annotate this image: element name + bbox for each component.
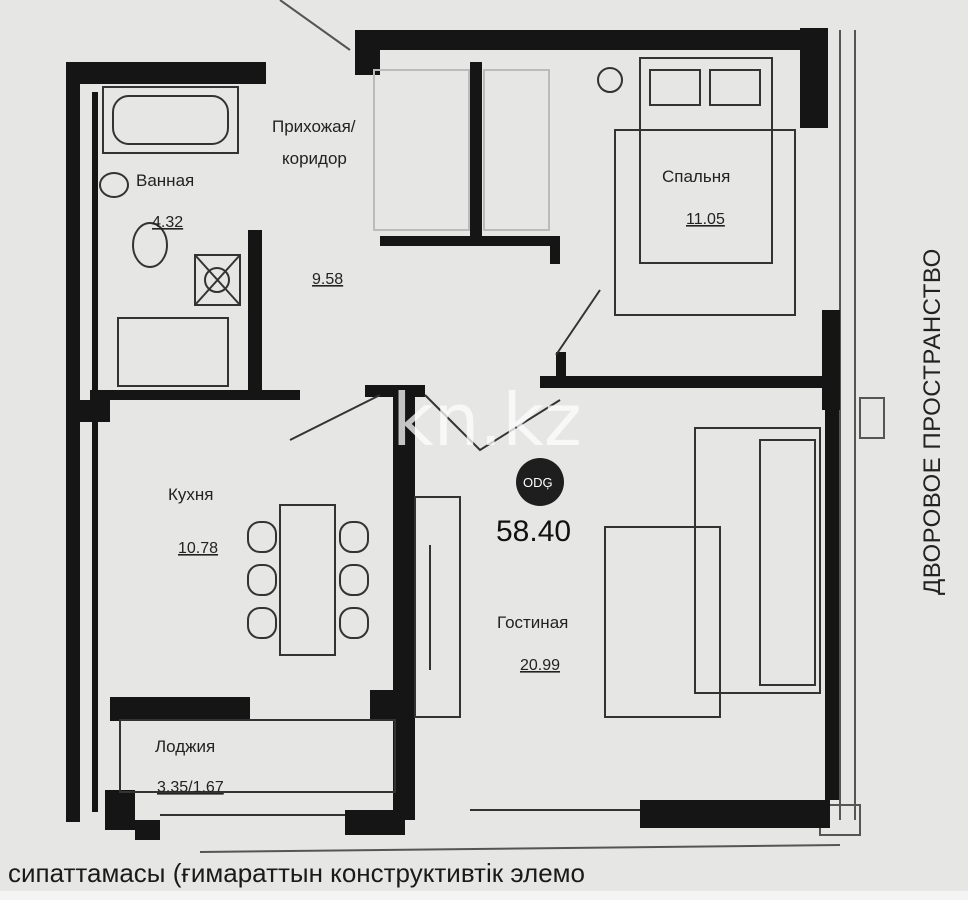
room-area-bedroom: 11.05: [686, 211, 725, 228]
room-name-loggia: Лоджия: [155, 737, 215, 756]
room-name-living: Гостиная: [497, 613, 568, 632]
room-area-loggia: 3.35/1.67: [157, 779, 224, 796]
total-area: 58.40: [496, 515, 571, 548]
bathtub: [102, 86, 239, 154]
room-name-kitchen: Кухня: [168, 485, 214, 504]
bottom-strip: [0, 891, 968, 900]
room-area-living: 20.99: [520, 657, 560, 674]
fixtures: [99, 57, 821, 816]
sink: [99, 172, 129, 198]
bed: [639, 57, 773, 264]
coffee-table: [604, 526, 721, 718]
washer: [597, 67, 623, 93]
toilet: [132, 222, 168, 268]
room-name-hallway: Прихожая/: [272, 117, 356, 136]
tv-stand: [414, 496, 461, 718]
room-name-hallway-2: коридор: [282, 149, 347, 168]
bottom-caption: сипаттамасы (ғимараттын конструктивтік э…: [8, 858, 585, 888]
sofa: [694, 427, 821, 694]
room-name-bedroom: Спальня: [662, 167, 730, 186]
room-area-kitchen: 10.78: [178, 540, 218, 557]
dining-table: [279, 504, 336, 656]
watermark: kn.kz: [392, 378, 582, 462]
side-label: ДВОРОВОЕ ПРОСТРАНСТВО: [919, 248, 946, 595]
room-name-bathroom: Ванная: [136, 171, 194, 190]
walls: [66, 28, 840, 840]
room-area-hallway: 9.58: [312, 271, 343, 288]
watermark-badge-text: ОDĢ: [523, 475, 553, 490]
watermark-badge-icon: [516, 458, 564, 506]
room-area-bathroom: 4.32: [152, 214, 183, 231]
